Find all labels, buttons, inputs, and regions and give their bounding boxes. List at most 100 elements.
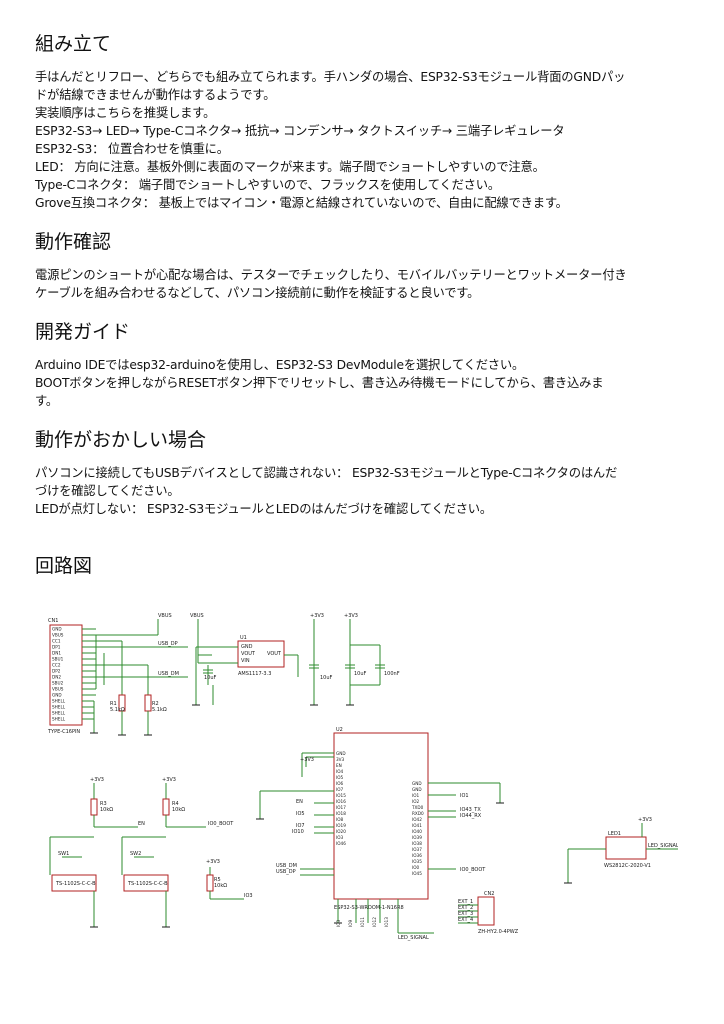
cn2-pin-2: EXT_2 xyxy=(458,905,473,911)
u2-right-pin-label: IO36 xyxy=(412,853,422,858)
u2-right-pin-label: IO35 xyxy=(412,859,422,864)
paragraph-line: Type-Cコネクタ： 端子間でショートしやすいので、フラックスを使用してくださ… xyxy=(35,178,500,192)
cn1-pin-label: DP1 xyxy=(52,645,61,650)
r3-value: 10kΩ xyxy=(100,807,113,813)
u2-right-pin-label: RXD0 xyxy=(412,811,424,816)
section-heading: 動作がおかしい場合 xyxy=(35,429,207,451)
led1-label: LED1 xyxy=(608,831,621,837)
cn2-pin-3: EXT_3 xyxy=(458,911,473,917)
usb-dp-net-2: USB_DP xyxy=(276,869,296,875)
sw1-label: SW1 xyxy=(58,851,69,857)
r1-label: R1 xyxy=(110,701,117,707)
cn1-pin-label: DN1 xyxy=(52,651,61,656)
cn1-pin-label: SBU1 xyxy=(52,657,64,662)
u2-body xyxy=(333,732,429,900)
u2-bottom-io-label: IO9 xyxy=(348,919,353,927)
cn1-pin-label: DP2 xyxy=(52,669,61,674)
u2-right-pin-label: IO0 xyxy=(412,865,420,870)
u2-right-pin-label: TXD0 xyxy=(411,805,424,810)
io5-net: IO5 xyxy=(296,811,305,817)
paragraph-line: パソコンに接続してもUSBデバイスとして認識されない： ESP32-S3モジュー… xyxy=(35,466,618,480)
v33-net-7: +3V3 xyxy=(638,817,652,823)
u2-left-pin-label: 3V3 xyxy=(336,757,345,762)
vbus-net: VBUS xyxy=(158,613,172,619)
io0-boot-net-2: IO0_BOOT xyxy=(208,821,234,827)
cn2-type: ZH-HY2.0-4PWZ xyxy=(478,929,519,935)
paragraph-line: ESP32-S3→ LED→ Type-Cコネクタ→ 抵抗→ コンデンサ→ タク… xyxy=(35,124,565,138)
io0-boot-net: IO0_BOOT xyxy=(460,867,486,873)
c1-value: 10uF xyxy=(204,675,217,681)
u2-left-pin-label: IO16 xyxy=(336,799,346,804)
section-schematic: 回路図 xyxy=(35,552,92,590)
section-heading: 組み立て xyxy=(35,33,112,55)
u2-right-pin-label: IO42 xyxy=(412,817,422,822)
usb-dm-net-2: USB_DM xyxy=(276,863,297,869)
usb-dm-net: USB_DM xyxy=(158,671,179,677)
cn1-pin-label: SBU2 xyxy=(52,681,64,686)
en-net: EN xyxy=(296,799,303,805)
section-heading: 回路図 xyxy=(35,555,93,577)
io7-net: IO7 xyxy=(296,823,305,829)
u2-left-pin-label: IO20 xyxy=(336,829,346,834)
u2-bottom-io-label: IO13 xyxy=(384,917,389,927)
v33-net-2: +3V3 xyxy=(344,613,358,619)
led-signal-net: LED_SIGNAL xyxy=(398,935,429,941)
u2-left-pin-label: IO4 xyxy=(336,769,344,774)
cn2-body xyxy=(477,896,495,926)
u2-left-pin-label: IO6 xyxy=(336,781,344,786)
cn1-pin-label: VBUS xyxy=(52,687,64,692)
ground-symbols xyxy=(90,704,572,928)
sw2-label: SW2 xyxy=(130,851,141,857)
cn1-pin-label: CC2 xyxy=(52,663,61,668)
u2-left-pin-label: IO46 xyxy=(336,841,346,846)
paragraph-line: LED： 方向に注意。基板外側に表面のマークが来ます。端子間でショートしやすいの… xyxy=(35,160,545,174)
u2-left-pin-label: IO18 xyxy=(336,811,346,816)
r1-value: 5.1kΩ xyxy=(110,707,125,713)
u2-right-pin-label: IO37 xyxy=(412,847,422,852)
u1-type: AMS1117-3.3 xyxy=(238,671,271,677)
v33-net-6: +3V3 xyxy=(206,859,220,865)
u2-right-pin-label: IO41 xyxy=(412,823,422,828)
io44-net: IO44_RX xyxy=(460,813,482,819)
r2-value: 5.1kΩ xyxy=(152,707,167,713)
cn1-pin-label: SHELL xyxy=(52,711,66,716)
u1-pin-vin: VIN xyxy=(241,658,250,664)
r2-label: R2 xyxy=(152,701,159,707)
u2-left-pin-label: GND xyxy=(336,751,346,756)
r5-value: 10kΩ xyxy=(214,883,227,889)
v33-net-4: +3V3 xyxy=(90,777,104,783)
v33-net-1: +3V3 xyxy=(310,613,324,619)
en-net-2: EN xyxy=(138,821,145,827)
r4-value: 10kΩ xyxy=(172,807,185,813)
sw1-body xyxy=(51,874,97,892)
io1-net: IO1 xyxy=(460,793,469,799)
u1-vout-label: VOUT xyxy=(267,651,282,657)
u2-left-pin-label: IO7 xyxy=(336,787,344,792)
io43-net: IO43_TX xyxy=(460,807,481,813)
u2-bottom-io-label: IO12 xyxy=(372,917,377,927)
r4-label: R4 xyxy=(172,801,179,807)
section-operation-check: 動作確認 電源ピンのショートが心配な場合は、テスターでチェックしたり、モバイルバ… xyxy=(35,228,627,302)
circuit-schematic: CN1 TYPE-C16PIN VBUS VBUS USB_DP USB_DM … xyxy=(47,613,678,941)
paragraph-line: 手はんだとリフロー、どちらでも組み立てられます。手ハンダの場合、ESP32-S3… xyxy=(35,70,626,84)
usb-dp-net: USB_DP xyxy=(158,641,178,647)
section-dev-guide: 開発ガイド Arduino IDEではesp32-arduinoを使用し、ESP… xyxy=(35,318,603,410)
sw2-body xyxy=(123,874,169,892)
u1-label: U1 xyxy=(240,635,247,641)
u2-right-pin-label: GND xyxy=(412,781,422,786)
io3-net: IO3 xyxy=(244,893,253,899)
cn1-pin-label: CC1 xyxy=(52,639,61,644)
vbus-net-2: VBUS xyxy=(190,613,204,619)
paragraph-line: 実装順序はこちらを推奨します。 xyxy=(35,106,216,120)
section-assembly: 組み立て 手はんだとリフロー、どちらでも組み立てられます。手ハンダの場合、ESP… xyxy=(35,30,625,212)
u2-right-pin-label: IO2 xyxy=(412,799,420,804)
u2-right-pin-label: GND xyxy=(412,787,422,792)
u2-left-pin-label: IO8 xyxy=(336,817,344,822)
paragraph-line: BOOTボタンを押しながらRESETボタン押下でリセットし、書き込み待機モードに… xyxy=(35,376,604,390)
led-signal-net-2: LED_SIGNAL xyxy=(648,843,678,849)
cn2-label: CN2 xyxy=(484,891,494,897)
paragraph-line: づけを確認してください。 xyxy=(35,484,180,498)
paragraph-line: ESP32-S3： 位置合わせを慎重に。 xyxy=(35,142,229,156)
cn2-pin-4: EXT_4 xyxy=(458,917,473,923)
cn2-pin-1: EXT_1 xyxy=(458,899,473,905)
